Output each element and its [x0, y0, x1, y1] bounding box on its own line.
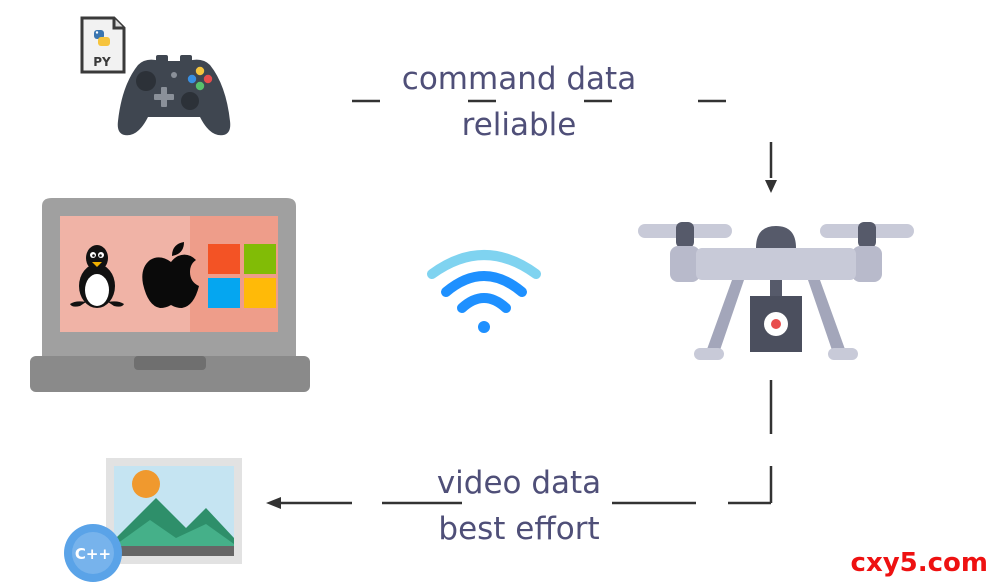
command-data-label: command data: [401, 61, 637, 97]
python-badge-text: PY: [93, 55, 111, 69]
gamepad-icon: [117, 55, 231, 136]
apple-icon: [142, 242, 199, 308]
python-file-icon: PY: [80, 16, 126, 74]
wifi-icon: [427, 250, 541, 333]
video-best-effort-label: best effort: [438, 511, 600, 547]
linux-icon: [70, 245, 124, 308]
command-reliable-label: reliable: [461, 107, 577, 143]
windows-icon: [208, 244, 276, 308]
cpp-badge-text: C++: [75, 545, 111, 563]
video-data-label: video data: [436, 465, 602, 501]
watermark: cxy5.com: [850, 548, 988, 578]
drone-icon: [638, 222, 914, 360]
image-icon: [106, 458, 242, 564]
cpp-badge-icon: C++: [64, 524, 122, 582]
